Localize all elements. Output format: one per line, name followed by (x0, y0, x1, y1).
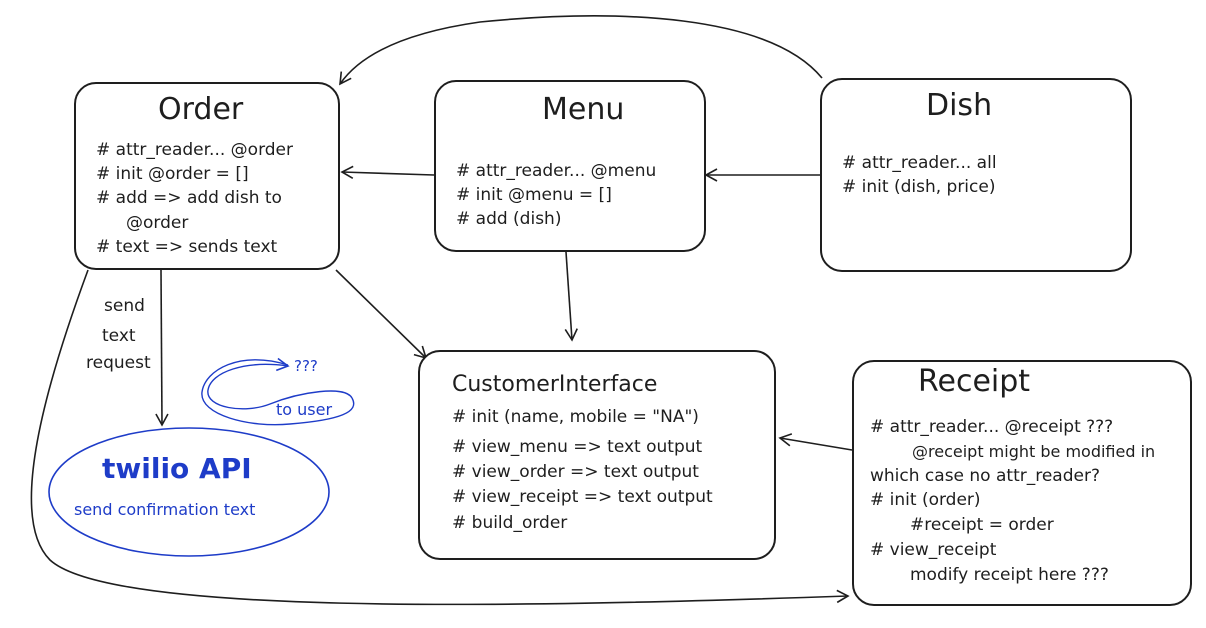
loop-arrow-inner (207, 357, 353, 410)
order-line-2: # init @order = [] (96, 164, 249, 184)
receipt-line-7: modify receipt here ??? (910, 565, 1109, 585)
menu-title: Menu (542, 92, 625, 127)
customer-interface-line-1: # init (name, mobile = "NA") (452, 407, 699, 427)
arrow-dish-to-order (339, 15, 823, 86)
dish-title: Dish (926, 88, 993, 123)
customer-interface-line-5: # build_order (452, 513, 568, 533)
receipt-line-1: # attr_reader... @receipt ??? (870, 417, 1114, 437)
receipt-line-4: # init (order) (870, 490, 981, 510)
menu-line-1: # attr_reader... @menu (456, 161, 657, 181)
receipt-line-3: which case no attr_reader? (870, 466, 1100, 486)
arrow-order-to-receipt (30, 269, 850, 606)
dish-line-2: # init (dish, price) (842, 177, 996, 197)
arrow-order-to-customer-interface (335, 269, 428, 360)
send-text-request-label-3: request (86, 353, 151, 373)
twilio-api-title: twilio API (102, 452, 252, 485)
customer-interface-class-box (418, 350, 776, 560)
receipt-line-2: @receipt might be modified in (912, 442, 1156, 461)
order-line-1: # attr_reader... @order (96, 140, 294, 160)
arrow-receipt-to-customer-interface (778, 433, 853, 451)
loop-arrow-outer (201, 359, 355, 426)
receipt-line-5: #receipt = order (910, 515, 1054, 535)
receipt-line-6: # view_receipt (870, 540, 997, 560)
twilio-api-subtitle: send confirmation text (74, 500, 256, 519)
dish-class-box (820, 78, 1132, 272)
menu-class-box (434, 80, 706, 252)
send-text-request-label-1: send (104, 296, 145, 316)
customer-interface-line-2: # view_menu => text output (452, 437, 703, 457)
order-line-5: # text => sends text (96, 237, 278, 257)
receipt-title: Receipt (918, 364, 1031, 399)
twilio-api-node (48, 427, 330, 557)
arrow-menu-to-customer-interface (564, 251, 578, 342)
to-user-label: to user (276, 400, 333, 419)
receipt-class-box (852, 360, 1192, 606)
menu-line-2: # init @menu = [] (456, 185, 612, 205)
dish-line-1: # attr_reader... all (842, 153, 997, 173)
arrow-menu-to-order (340, 165, 435, 180)
send-text-request-label-2: text (102, 326, 136, 346)
order-line-4: @order (126, 213, 189, 233)
question-marks-label: ??? (294, 357, 318, 375)
order-title: Order (158, 92, 244, 127)
customer-interface-line-4: # view_receipt => text output (452, 487, 713, 507)
order-line-3: # add => add dish to (96, 188, 282, 208)
order-class-box (74, 82, 340, 270)
customer-interface-line-3: # view_order => text output (452, 462, 699, 482)
arrow-order-to-twilio (155, 269, 169, 427)
menu-line-3: # add (dish) (456, 209, 562, 229)
customer-interface-title: CustomerInterface (452, 372, 658, 397)
